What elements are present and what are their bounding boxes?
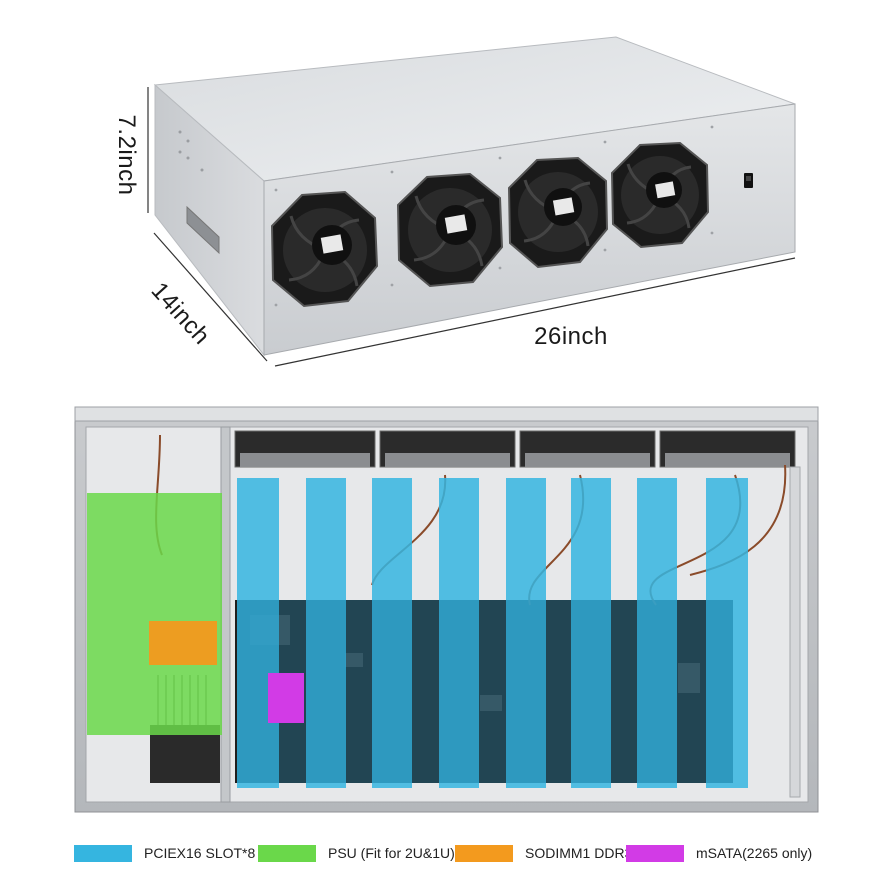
legend-label-msata: mSATA(2265 only) bbox=[696, 845, 813, 861]
pcie-slot-5 bbox=[506, 478, 546, 788]
pcie-slot-4 bbox=[439, 478, 479, 788]
legend-swatch-msata bbox=[626, 844, 684, 862]
pcie-slot-2 bbox=[306, 478, 346, 788]
pcie-slot-highlights bbox=[237, 478, 748, 788]
pcie-slot-6 bbox=[571, 478, 611, 788]
legend-label-pcie: PCIEX16 SLOT*8 bbox=[144, 845, 256, 861]
psu-highlight bbox=[87, 493, 222, 735]
fan-icon bbox=[396, 172, 504, 288]
msata-highlight bbox=[268, 673, 304, 723]
sodimm-highlight bbox=[149, 621, 217, 665]
legend-pcie: PCIEX16 SLOT*8 bbox=[74, 844, 255, 862]
legend-msata: mSATA(2265 only) bbox=[626, 844, 812, 862]
legend-label-sodimm: SODIMM1 DDR3 bbox=[525, 845, 633, 861]
legend-swatch-psu bbox=[258, 844, 316, 862]
width-dimension-label: 26inch bbox=[534, 323, 608, 350]
power-switch-icon bbox=[744, 173, 753, 188]
pcie-slot-3 bbox=[372, 478, 412, 788]
chassis-exterior-illustration bbox=[147, 36, 796, 367]
legend-label-psu: PSU (Fit for 2U&1U) bbox=[328, 845, 455, 861]
fan-icon bbox=[610, 141, 710, 249]
legend-psu: PSU (Fit for 2U&1U) bbox=[258, 844, 455, 862]
height-dimension-label: 7.2inch bbox=[113, 114, 140, 196]
chassis-interior-illustration bbox=[74, 406, 819, 813]
legend-swatch-sodimm bbox=[455, 844, 513, 862]
fan-icon bbox=[270, 190, 379, 308]
dimension-lines bbox=[147, 87, 796, 367]
pcie-slot-7 bbox=[637, 478, 677, 788]
legend-sodimm: SODIMM1 DDR3 bbox=[455, 844, 632, 862]
pcie-slot-1 bbox=[237, 478, 279, 788]
fan-icon bbox=[507, 156, 609, 269]
legend-swatch-pcie bbox=[74, 844, 132, 862]
pcie-slot-8 bbox=[706, 478, 748, 788]
